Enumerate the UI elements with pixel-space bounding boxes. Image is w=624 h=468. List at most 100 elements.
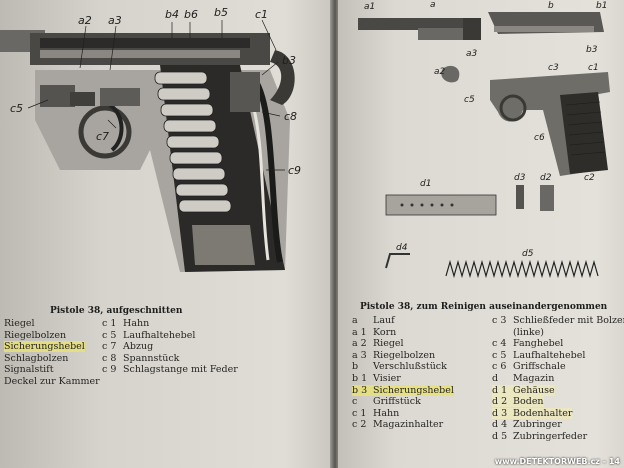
- legend-item: Schlagbolzen: [4, 352, 69, 364]
- label-d5: d5: [522, 249, 534, 259]
- legend-key: a: [352, 315, 358, 326]
- legend-key-highlighted: d 1: [492, 384, 508, 396]
- legend-item-highlighted: Sicherungshebel: [4, 341, 85, 353]
- legend-text: (linke): [513, 326, 545, 338]
- label-d4: d4: [396, 243, 408, 253]
- legend-key: c 7: [102, 341, 117, 353]
- slide-cutaway: [30, 33, 270, 65]
- label-c1: c1: [588, 63, 599, 73]
- left-legend-parts-a: Riegel Riegelbolzen Sicherungshebel Schl…: [4, 318, 100, 388]
- slide-part: [488, 12, 604, 34]
- disassembly-labels: a1 a b b1 a3 b3 a2 c3 c1 c5 c6 c2 d1 d3 …: [364, 0, 607, 259]
- legend-text: Abzug: [123, 341, 154, 353]
- label-b6: b6: [184, 8, 198, 21]
- legend-key-highlighted: b 3: [352, 384, 368, 396]
- legend-text: Verschlußstück: [373, 361, 447, 373]
- magazine-cartridges: [154, 71, 232, 213]
- legend-key: b 1: [352, 372, 368, 384]
- label-a: a: [430, 0, 436, 10]
- legend-text: Griffstück: [373, 396, 421, 408]
- right-legend-parts-cd: c 3 Schließfeder mit Bolzen (linke) c 4 …: [492, 315, 624, 443]
- legend-key: c 6: [492, 361, 507, 373]
- locking-block: [441, 65, 460, 83]
- left-legend-parts-c: c 1 Hahn c 5 Laufhaltehebel c 7 Abzug c …: [102, 318, 238, 376]
- site-watermark: www.DETEKTORWEB.cz - 14: [494, 457, 620, 466]
- legend-item: Deckel zur Kammer: [4, 375, 100, 387]
- legend-key: d 5: [492, 430, 508, 442]
- legend-item: Riegel: [4, 318, 35, 329]
- label-b5: b5: [214, 6, 228, 19]
- floorplate-latch: [516, 185, 524, 209]
- label-a1: a1: [364, 2, 375, 12]
- legend-key: d: [492, 372, 499, 384]
- legend-text-highlighted: Boden: [513, 396, 544, 408]
- legend-text: Hahn: [373, 407, 400, 419]
- legend-text: Schließfeder mit Bolzen: [513, 315, 624, 326]
- legend-key: a 3: [352, 349, 367, 361]
- frame-part: [490, 72, 610, 176]
- legend-item: Riegelbolzen: [4, 329, 67, 341]
- legend-text: Laufhaltehebel: [123, 329, 196, 341]
- label-a3: a3: [108, 14, 122, 27]
- label-d3: d3: [514, 173, 526, 183]
- legend-text: Zubringer: [513, 419, 562, 431]
- label-a2: a2: [78, 14, 92, 27]
- follower: [385, 253, 410, 269]
- magazine-spring: [445, 259, 599, 279]
- legend-text-highlighted: Gehäuse: [513, 384, 555, 396]
- legend-key: c: [352, 396, 358, 408]
- legend-key: c 5: [492, 349, 507, 361]
- legend-key: a 1: [352, 326, 367, 338]
- label-a2: a2: [434, 67, 446, 77]
- label-b3: b3: [586, 45, 598, 55]
- label-c2: c2: [584, 173, 595, 183]
- legend-key: c 9: [102, 364, 117, 376]
- legend-text: Laufhaltehebel: [513, 349, 586, 361]
- legend-key: c 3: [492, 315, 507, 326]
- label-c7: c7: [96, 130, 109, 143]
- legend-text: Korn: [373, 326, 397, 338]
- left-caption: Pistole 38, aufgeschnitten: [50, 306, 183, 316]
- legend-text-highlighted: Bodenhalter: [513, 407, 573, 419]
- legend-item: Signalstift: [4, 364, 54, 376]
- right-page: a1 a b b1 a3 b3 a2 c3 c1 c5 c6 c2 d1 d3 …: [338, 0, 624, 468]
- label-a3: a3: [466, 49, 478, 59]
- legend-text: Magazinhalter: [373, 419, 444, 431]
- label-b3: b3: [282, 54, 296, 67]
- left-page: a2 a3 b4 b6 b5 c1 b3 c5 c7 c8 c9 Pistole…: [0, 0, 334, 468]
- label-c9: c9: [288, 164, 301, 177]
- legend-text: Fanghebel: [513, 338, 564, 350]
- cutaway-labels: a2 a3 b4 b6 b5 c1 b3 c5 c7 c8 c9: [10, 6, 301, 177]
- right-caption: Pistole 38, zum Reinigen auseinandergeno…: [360, 302, 608, 312]
- right-legend-parts-ab: a Lauf a 1 Korn a 2 Riegel a 3 Riegelbol…: [352, 315, 454, 431]
- legend-text: Magazin: [513, 372, 555, 384]
- legend-key: a 2: [352, 338, 367, 350]
- disassembled-pistol-figure: a1 a b b1 a3 b3 a2 c3 c1 c5 c6 c2 d1 d3 …: [358, 0, 610, 279]
- legend-key: d 4: [492, 419, 508, 431]
- legend-text: Visier: [373, 372, 401, 384]
- legend-key: c 5: [102, 329, 117, 341]
- label-c3: c3: [548, 63, 559, 73]
- book-gutter: [330, 0, 340, 468]
- legend-text: Lauf: [373, 315, 395, 326]
- trigger-guard: [78, 105, 132, 159]
- legend-key: c 1: [102, 318, 117, 329]
- label-c8: c8: [284, 110, 297, 123]
- legend-key-highlighted: d 3: [492, 407, 508, 419]
- legend-text: Schlagstange mit Feder: [123, 364, 238, 376]
- barrel-part: [358, 18, 481, 40]
- legend-key: c 1: [352, 407, 367, 419]
- legend-text: Griffschale: [513, 361, 566, 373]
- legend-text: Zubringerfeder: [513, 430, 588, 442]
- label-c5: c5: [464, 95, 475, 105]
- label-d2: d2: [540, 173, 552, 183]
- mag-follower-spring: [192, 225, 255, 265]
- magazine-body: [385, 194, 497, 216]
- label-d1: d1: [420, 179, 431, 189]
- label-b4: b4: [165, 8, 179, 21]
- legend-text: Hahn: [123, 318, 150, 329]
- floorplate: [540, 185, 554, 211]
- legend-text: Riegel: [373, 338, 404, 350]
- label-b: b: [548, 1, 554, 11]
- legend-key: c 2: [352, 419, 367, 431]
